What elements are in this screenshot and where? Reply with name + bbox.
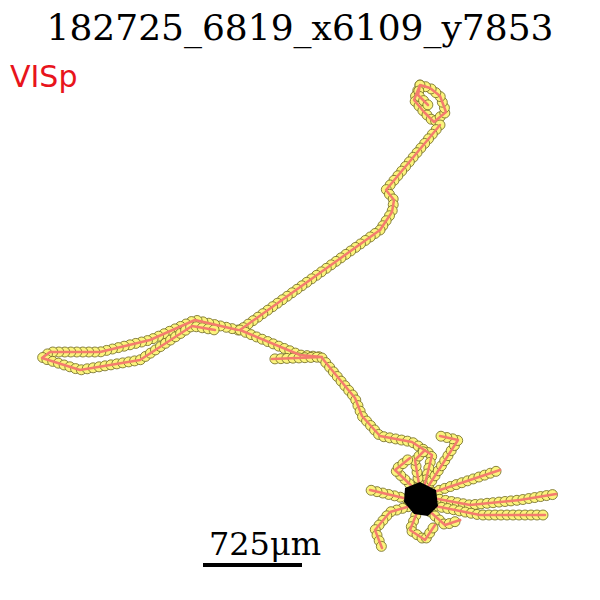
- scale-label: 725μm: [209, 527, 321, 562]
- figure-title: 182725_6819_x6109_y7853: [47, 8, 554, 48]
- region-label: VISp: [10, 60, 77, 93]
- neurite-overlay: [42, 85, 556, 548]
- scale-bar: [203, 563, 302, 567]
- sample-points: [38, 80, 558, 551]
- soma: [404, 482, 438, 516]
- neurite-group: [42, 85, 556, 548]
